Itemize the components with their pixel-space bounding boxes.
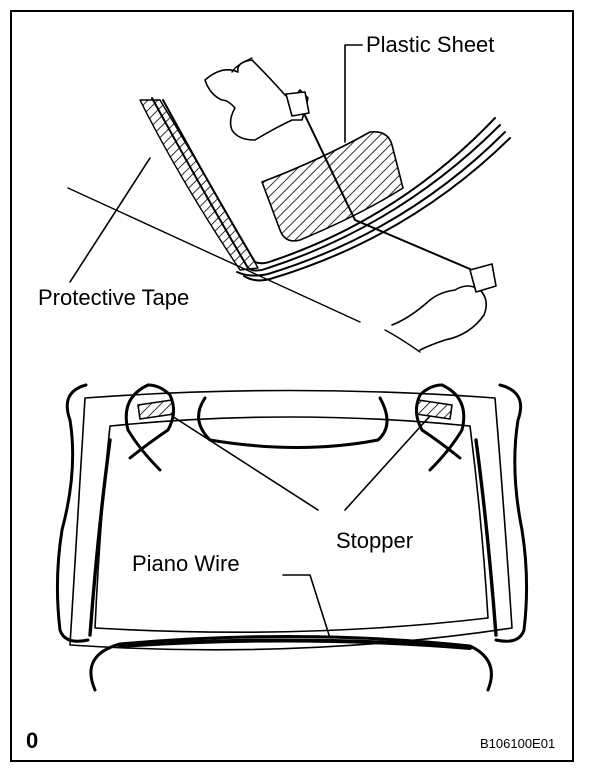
piano-wire-label: Piano Wire	[132, 551, 240, 576]
leader-plastic-sheet	[344, 44, 363, 143]
corner-mark: 0	[26, 728, 39, 753]
leader-protective-tape	[69, 157, 151, 283]
piano-wire-loop	[197, 396, 389, 449]
top-view	[67, 44, 511, 353]
piano-wire-side-right	[474, 438, 498, 637]
upper-hand-handle	[285, 91, 310, 117]
leader-stopper-left	[171, 415, 319, 511]
glass-edge-line	[151, 97, 501, 272]
protective-tape-label: Protective Tape	[38, 285, 190, 310]
lower-hand	[391, 285, 488, 351]
piano-wire-top	[299, 104, 478, 273]
plastic-sheet-shape	[261, 130, 404, 242]
piano-wire-loop	[55, 383, 90, 643]
piano-wire-loop	[494, 383, 529, 643]
piano-wire-bottom-band	[118, 638, 472, 650]
piano-wire-loop	[124, 383, 162, 472]
piano-wire-bottom	[89, 634, 493, 692]
stopper-label: Stopper	[336, 528, 414, 553]
lower-hand-sleeve	[384, 329, 421, 353]
stopper-right	[415, 399, 453, 420]
windshield-outer	[69, 389, 513, 651]
leader-piano-wire	[282, 574, 331, 639]
bottom-view	[55, 383, 529, 692]
piano-wire-loop	[428, 383, 466, 472]
upper-hand-sleeve	[231, 57, 253, 73]
windshield-inner	[94, 416, 489, 634]
glass-edge-line	[236, 131, 506, 277]
stopper-left	[137, 399, 175, 420]
glass-edge-line	[243, 137, 511, 282]
lower-hand-handle	[469, 263, 497, 293]
piano-wire-side-left	[88, 438, 112, 637]
leader-stopper-right	[344, 415, 431, 511]
plastic-sheet-label: Plastic Sheet	[366, 32, 495, 57]
glass-edge-line	[162, 99, 496, 265]
figure-code: B106100E01	[480, 736, 556, 751]
